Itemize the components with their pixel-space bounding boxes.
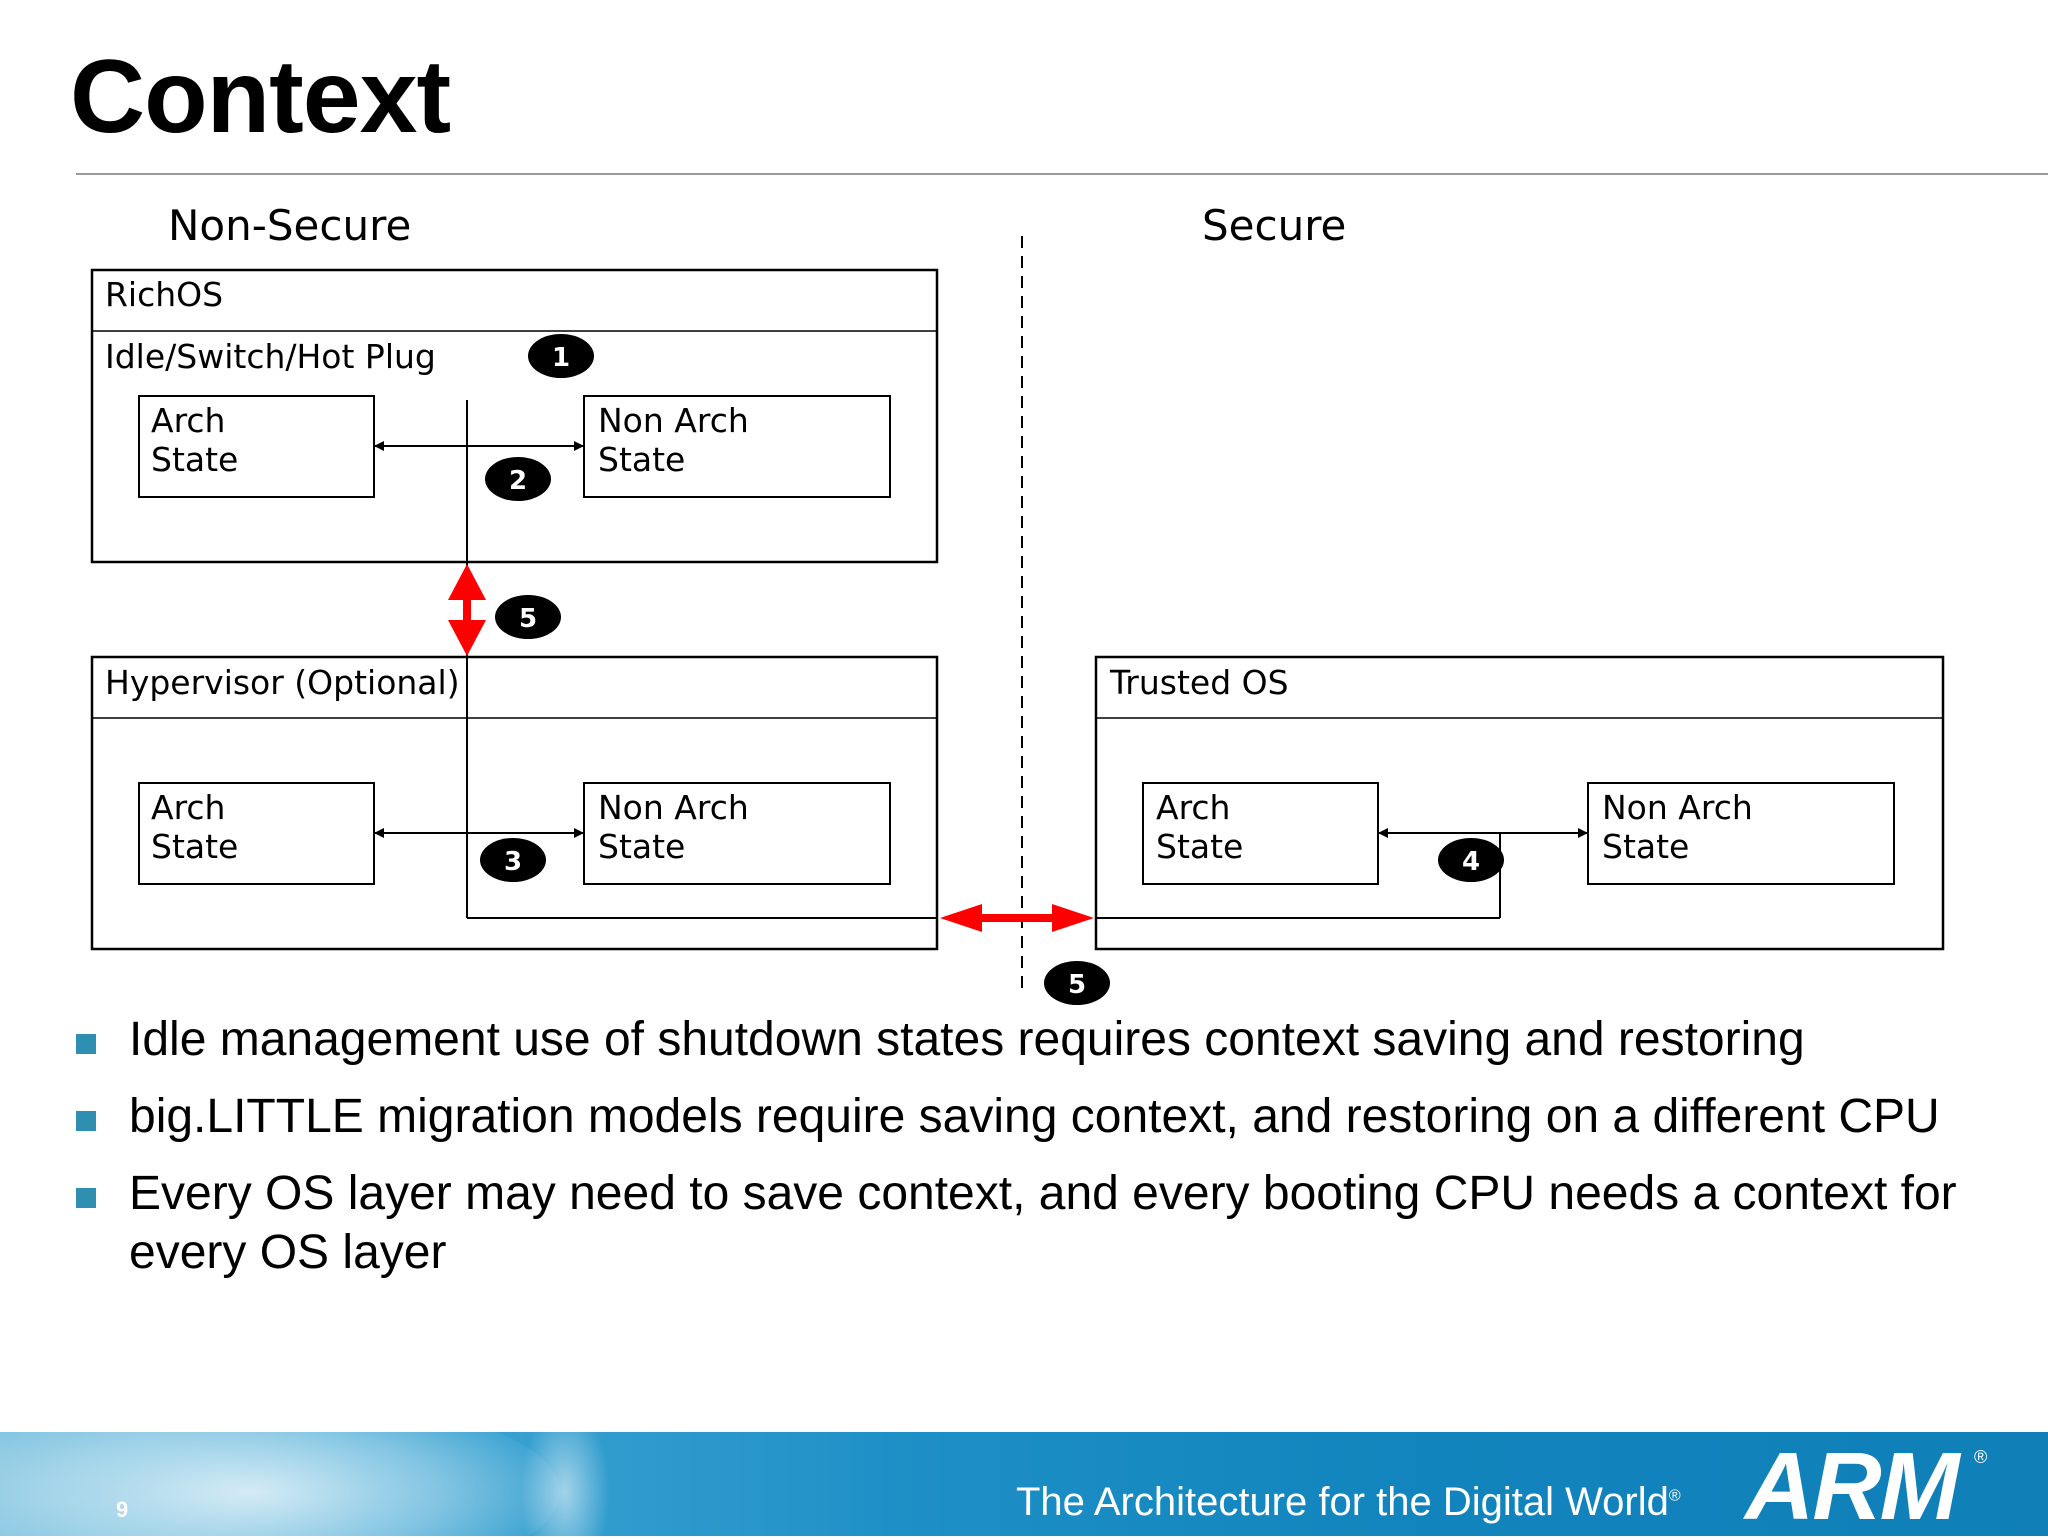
richos-arch-line2: State bbox=[151, 440, 238, 479]
svg-text:5: 5 bbox=[1068, 970, 1086, 1000]
context-diagram: Non-Secure Secure RichOS Idle/Switch/Hot… bbox=[90, 201, 1945, 1005]
bullet-item: Every OS layer may need to save context,… bbox=[74, 1164, 1974, 1282]
svg-text:Non Arch State: Non Arch State bbox=[1602, 788, 1763, 866]
title-divider bbox=[76, 173, 2048, 175]
secure-label: Secure bbox=[1202, 201, 1346, 250]
bullet-square-icon bbox=[76, 1111, 96, 1131]
step-marker-1: 1 bbox=[528, 334, 594, 378]
trusted-arch-line1: Arch bbox=[1156, 788, 1230, 827]
transition-arrow-horizontal bbox=[940, 904, 1094, 932]
richos-arch-line1: Arch bbox=[151, 401, 225, 440]
richos-nonarch-line2: State bbox=[598, 440, 685, 479]
trusted-os-box: Trusted OS Arch State Non Arch State bbox=[1094, 655, 1945, 951]
trusted-nonarch-line1: Non Arch bbox=[1602, 788, 1753, 827]
svg-text:Arch State: Arch State bbox=[1156, 788, 1243, 866]
hypervisor-box: Hypervisor (Optional) Arch State Non Arc… bbox=[90, 655, 939, 951]
step-marker-5-vertical: 5 bbox=[495, 595, 561, 639]
footer-banner bbox=[0, 1432, 2048, 1536]
svg-text:4: 4 bbox=[1462, 847, 1480, 877]
svg-text:1: 1 bbox=[552, 343, 570, 373]
bullet-text: Idle management use of shutdown states r… bbox=[129, 1013, 1805, 1066]
svg-text:Non Arch State: Non Arch State bbox=[598, 788, 759, 866]
hypervisor-arch-line2: State bbox=[151, 827, 238, 866]
bullet-item: big.LITTLE migration models require savi… bbox=[74, 1087, 1974, 1146]
transition-arrow-vertical bbox=[448, 564, 486, 656]
save-restore-connectors bbox=[374, 400, 1588, 919]
hypervisor-nonarch-line2: State bbox=[598, 827, 685, 866]
bullet-item: Idle management use of shutdown states r… bbox=[74, 1010, 1974, 1069]
footer-swoosh-decoration bbox=[520, 1432, 610, 1536]
slide-title: Context bbox=[70, 39, 451, 155]
page-number: 9 bbox=[116, 1497, 129, 1522]
bullet-text: Every OS layer may need to save context,… bbox=[129, 1167, 1957, 1279]
footer-cloud-decoration bbox=[0, 1432, 560, 1536]
step-marker-5-horizontal: 5 bbox=[1044, 961, 1110, 1005]
hypervisor-arch-line1: Arch bbox=[151, 788, 225, 827]
svg-text:Arch State: Arch State bbox=[151, 788, 238, 866]
svg-text:3: 3 bbox=[504, 847, 522, 877]
arm-registered-mark: ® bbox=[1974, 1447, 1988, 1467]
svg-text:2: 2 bbox=[509, 466, 527, 496]
footer-tagline: The Architecture for the Digital World® bbox=[1016, 1480, 1681, 1524]
svg-text:5: 5 bbox=[519, 604, 537, 634]
richos-box: RichOS Idle/Switch/Hot Plug Arch State N… bbox=[90, 268, 939, 564]
step-marker-2: 2 bbox=[485, 457, 551, 501]
step-marker-3: 3 bbox=[480, 838, 546, 882]
richos-nonarch-line1: Non Arch bbox=[598, 401, 749, 440]
richos-label: RichOS bbox=[105, 275, 223, 314]
trusted-nonarch-line2: State bbox=[1602, 827, 1689, 866]
step-marker-4: 4 bbox=[1438, 838, 1504, 882]
bullet-square-icon bbox=[76, 1188, 96, 1208]
svg-text:Non Arch State: Non Arch State bbox=[598, 401, 759, 479]
bullet-square-icon bbox=[76, 1034, 96, 1054]
richos-sublabel: Idle/Switch/Hot Plug bbox=[105, 337, 436, 376]
hypervisor-nonarch-line1: Non Arch bbox=[598, 788, 749, 827]
bullet-list: Idle management use of shutdown states r… bbox=[74, 1010, 1974, 1300]
hypervisor-label: Hypervisor (Optional) bbox=[105, 663, 460, 702]
trusted-arch-line2: State bbox=[1156, 827, 1243, 866]
bullet-text: big.LITTLE migration models require savi… bbox=[129, 1090, 1940, 1143]
arm-logo: ARM bbox=[1745, 1433, 1960, 1540]
non-secure-label: Non-Secure bbox=[168, 201, 411, 250]
trusted-os-label: Trusted OS bbox=[1109, 663, 1289, 702]
svg-text:Arch State: Arch State bbox=[151, 401, 238, 479]
